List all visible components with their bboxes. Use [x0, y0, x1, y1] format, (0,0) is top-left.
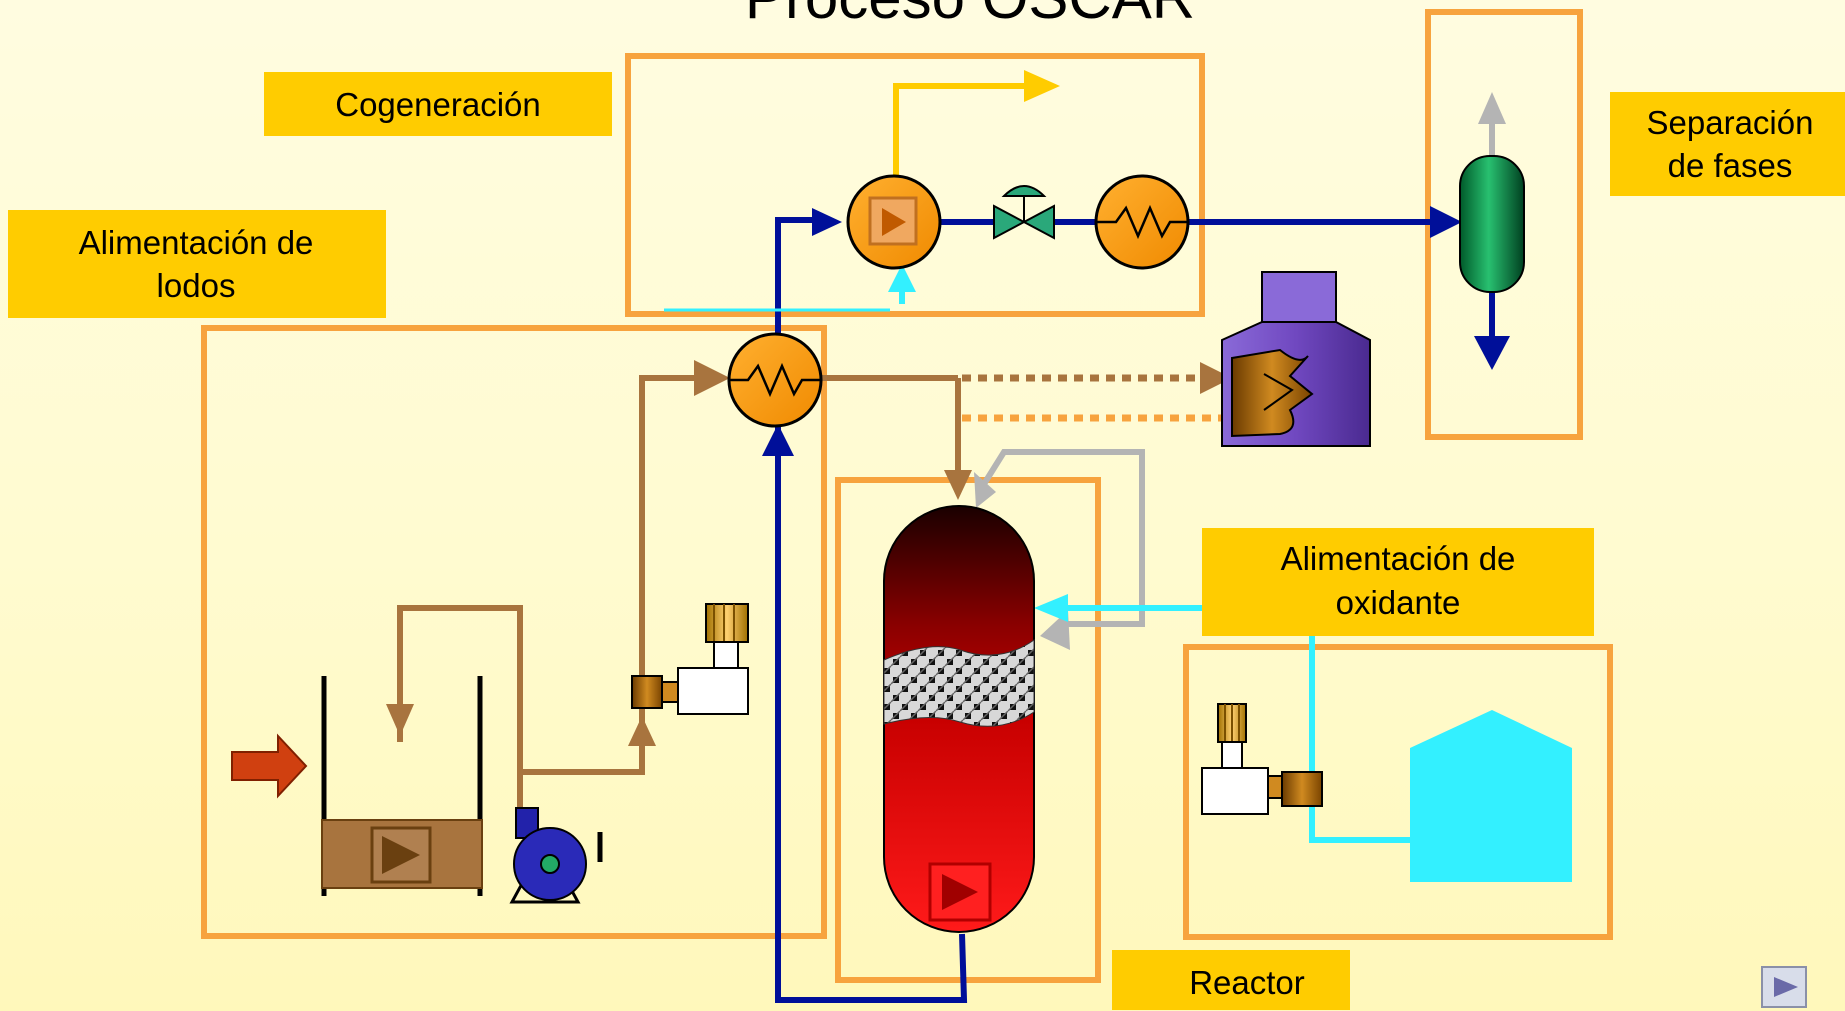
- gray-arrow-reactor-top: [974, 472, 996, 508]
- svg-text:Alimentación de: Alimentación de: [79, 224, 314, 261]
- oxidant-arrow-cogen: [888, 264, 916, 292]
- play-triangle-icon: [382, 836, 420, 874]
- play-triangle-icon: [942, 874, 978, 910]
- cogeneracion-frame: [625, 53, 1205, 317]
- svg-text:Reactor: Reactor: [1189, 964, 1305, 1001]
- label-reactor: Reactor: [1112, 950, 1350, 1010]
- alimentacion-lodos-frame: [201, 325, 827, 939]
- compressor-lodos: [631, 603, 749, 715]
- zigzag-coil-icon: [1096, 204, 1188, 240]
- gray-arrow-separator: [1478, 92, 1506, 124]
- play-triangle-icon: [882, 208, 906, 236]
- label-separacion-fases: Separación de fases: [1610, 92, 1845, 196]
- svg-text:Separación: Separación: [1647, 104, 1814, 141]
- compressor-oxidante: [1201, 703, 1323, 815]
- page-title: Proceso OSCAR: [745, 0, 1195, 31]
- reactor-frame: [835, 477, 1101, 983]
- svg-text:de fases: de fases: [1668, 147, 1793, 184]
- water-arrows: [762, 206, 1510, 456]
- alimentacion-oxidante-frame: [1183, 644, 1613, 940]
- sludge-tank: [321, 676, 483, 896]
- next-slide-button[interactable]: [1761, 966, 1807, 1008]
- furnace: [1221, 271, 1371, 447]
- heat-exchanger-cogeneracion: [846, 174, 942, 270]
- water-lines: [775, 217, 1495, 1003]
- label-cogeneracion: Cogeneración: [264, 72, 612, 136]
- heat-exchanger-enfriador: [1094, 174, 1190, 270]
- sludge-lines: [397, 375, 961, 866]
- furnace-arrow: [1200, 362, 1232, 394]
- control-valve: [993, 185, 1055, 240]
- feed-arrow-icon: [231, 733, 308, 799]
- oxidant-tank: [1410, 710, 1572, 882]
- label-alimentacion-oxidante: Alimentación de oxidante: [1202, 528, 1594, 636]
- label-alimentacion-lodos: Alimentación de lodos: [8, 210, 386, 318]
- sludge-arrows: [386, 360, 972, 746]
- zigzag-coil-icon: [729, 362, 821, 398]
- svg-text:Alimentación de: Alimentación de: [1281, 540, 1516, 577]
- steam-arrow: [1024, 70, 1060, 102]
- centrifugal-pump: [509, 807, 603, 904]
- heat-exchanger-lodos: [727, 332, 823, 428]
- svg-text:lodos: lodos: [157, 267, 236, 304]
- steam-line: [893, 83, 1024, 188]
- gray-arrow-reactor-side: [1040, 610, 1070, 650]
- oxidant-arrow-reactor: [1034, 594, 1068, 622]
- svg-text:oxidante: oxidante: [1336, 584, 1461, 621]
- play-triangle-icon: [1774, 977, 1798, 997]
- phase-separator: [1459, 155, 1525, 293]
- reactor-vessel: [883, 505, 1035, 933]
- svg-text:Cogeneración: Cogeneración: [335, 86, 540, 123]
- gray-line-top: [981, 449, 1145, 627]
